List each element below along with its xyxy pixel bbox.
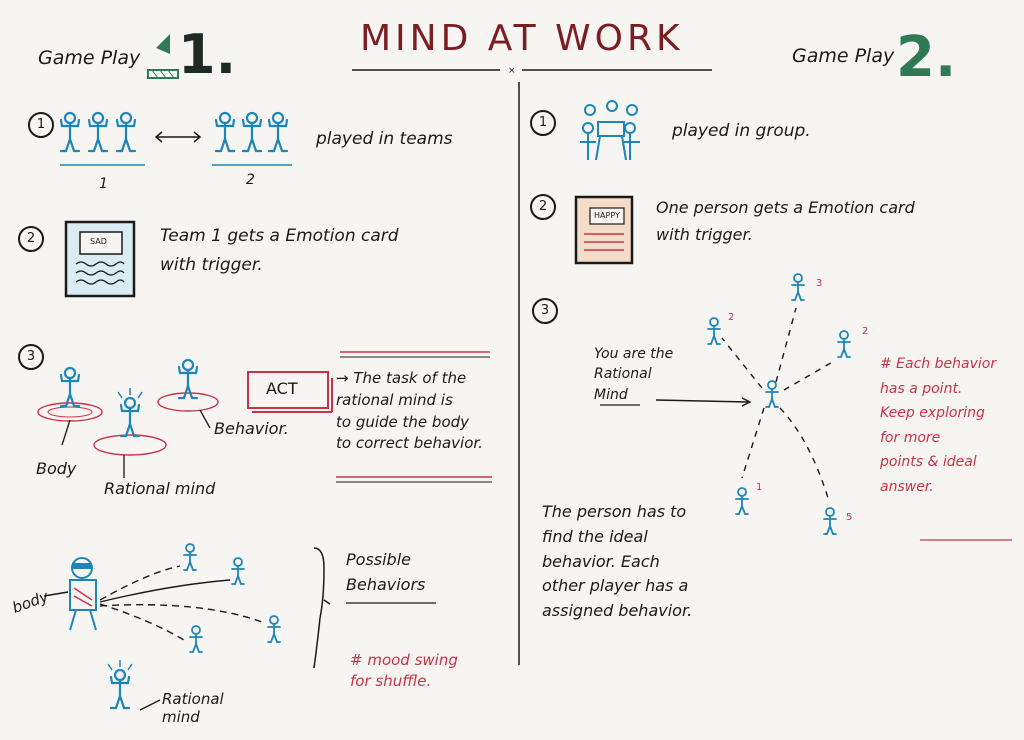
mood-swing-note: # mood swing for shuffle.	[350, 651, 458, 690]
gp1-step1-number: 1	[28, 112, 54, 138]
point-label-2: 3	[816, 278, 823, 289]
svg-text:×: ×	[508, 66, 516, 76]
possible-behaviors-label: Possible Behaviors	[346, 550, 426, 594]
happy-card-label: HAPPY	[594, 211, 620, 220]
behavior-label: Behavior.	[214, 419, 289, 438]
gp2-step3-number: 3	[532, 298, 558, 324]
you-are-rational-mind: You are the Rational Mind	[594, 346, 674, 403]
gp1-step1-text: played in teams	[316, 129, 453, 149]
team1-label: 1	[99, 176, 108, 192]
gp2-step2-text: One person gets a Emotion card with trig…	[656, 198, 915, 245]
points-note: # Each behavior has a point. Keep explor…	[880, 356, 997, 495]
point-label-1: 2	[728, 312, 735, 323]
gp1-step2-number: 2	[18, 226, 44, 252]
rational-mind-task: → The task of the rational mind is to gu…	[336, 369, 483, 453]
point-label-4: 1	[756, 482, 763, 493]
body-label: Body	[36, 459, 77, 478]
gp1-step2-text: Team 1 gets a Emotion card with trigger.	[160, 226, 399, 275]
point-label-5: 5	[846, 512, 853, 523]
ideal-behavior-text: The person has to find the ideal behavio…	[542, 502, 693, 621]
gameplay2-number: 2.	[896, 25, 957, 90]
act-label: ACT	[266, 379, 298, 398]
gameplay1-number: 1.	[178, 23, 237, 86]
gp2-step1-text: played in group.	[672, 121, 811, 141]
rational-mind-bottom-label: Rational mind	[162, 690, 224, 726]
page-title: MIND AT WORK	[360, 18, 684, 59]
rational-mind-label: Rational mind	[104, 479, 216, 498]
point-label-3: 2	[862, 326, 869, 337]
team2-label: 2	[246, 172, 255, 188]
sad-card-label: SAD	[90, 237, 107, 246]
gp2-step2-number: 2	[530, 194, 556, 220]
gameplay1-label: Game Play	[38, 47, 141, 69]
gp2-step1-number: 1	[530, 110, 556, 136]
gameplay2-label: Game Play	[792, 45, 895, 67]
gp1-step3-number: 3	[18, 344, 44, 370]
